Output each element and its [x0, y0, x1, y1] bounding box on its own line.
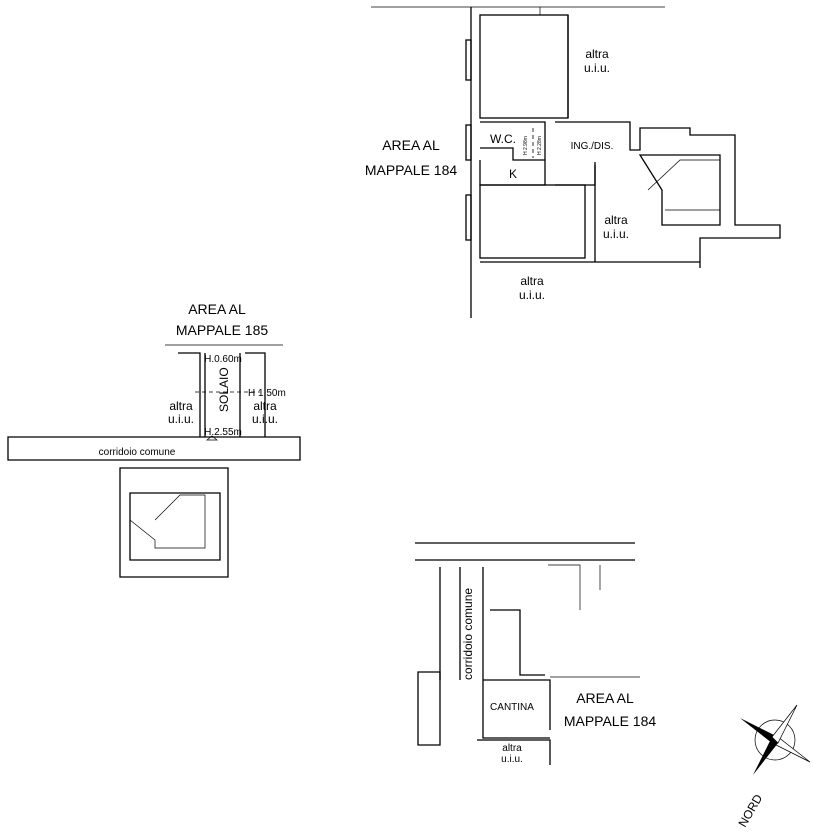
other-unit-label: u.i.u. — [519, 288, 545, 302]
room-cantina: CANTINA — [490, 702, 534, 713]
lower-plan: corridoio comune CANTINA AREA AL MAPPALE… — [415, 542, 657, 765]
area-label-upper-2: MAPPALE 184 — [365, 162, 458, 178]
other-unit-label: u.i.u. — [603, 227, 629, 241]
area-label-lower: AREA AL — [576, 690, 634, 706]
area-label-left: AREA AL — [188, 301, 246, 317]
other-unit-label: altra — [520, 274, 544, 288]
other-unit-label: u.i.u. — [584, 61, 610, 75]
room-solaio: SOLAIO — [217, 367, 231, 412]
corridor-label-lower: corridoio comune — [461, 588, 475, 680]
room-wc: W.C. — [490, 132, 516, 146]
area-label-upper: AREA AL — [382, 137, 440, 153]
other-unit-label: altra — [585, 47, 609, 61]
upper-plan: AREA AL MAPPALE 184 W.C. K ING./DIS. H 2… — [365, 6, 781, 318]
other-unit-label: altra — [502, 743, 522, 754]
height-top: H.0.60m — [204, 354, 242, 365]
corridor-label: corridoio comune — [99, 447, 176, 458]
other-unit-label: altra — [253, 399, 277, 413]
room-entrance: ING./DIS. — [571, 141, 614, 152]
left-plan: AREA AL MAPPALE 185 H.0.60m H 1.50m H.2.… — [7, 301, 301, 578]
other-unit-label: u.i.u. — [168, 412, 194, 426]
compass-rose-icon: NORD — [735, 704, 811, 830]
height-bottom: H.2.55m — [204, 427, 242, 438]
height-mid: H 1.50m — [248, 388, 286, 399]
area-label-left-2: MAPPALE 185 — [176, 322, 269, 338]
other-unit-label: u.i.u. — [252, 412, 278, 426]
height-wc-2: H 2.28m — [537, 136, 543, 155]
other-unit-label: u.i.u. — [501, 754, 523, 765]
height-wc-1: H 2.98m — [523, 136, 529, 155]
compass-north-label: NORD — [735, 792, 765, 830]
other-unit-label: altra — [604, 213, 628, 227]
other-unit-label: altra — [169, 399, 193, 413]
area-label-lower-2: MAPPALE 184 — [564, 713, 657, 729]
room-kitchen: K — [509, 167, 517, 181]
